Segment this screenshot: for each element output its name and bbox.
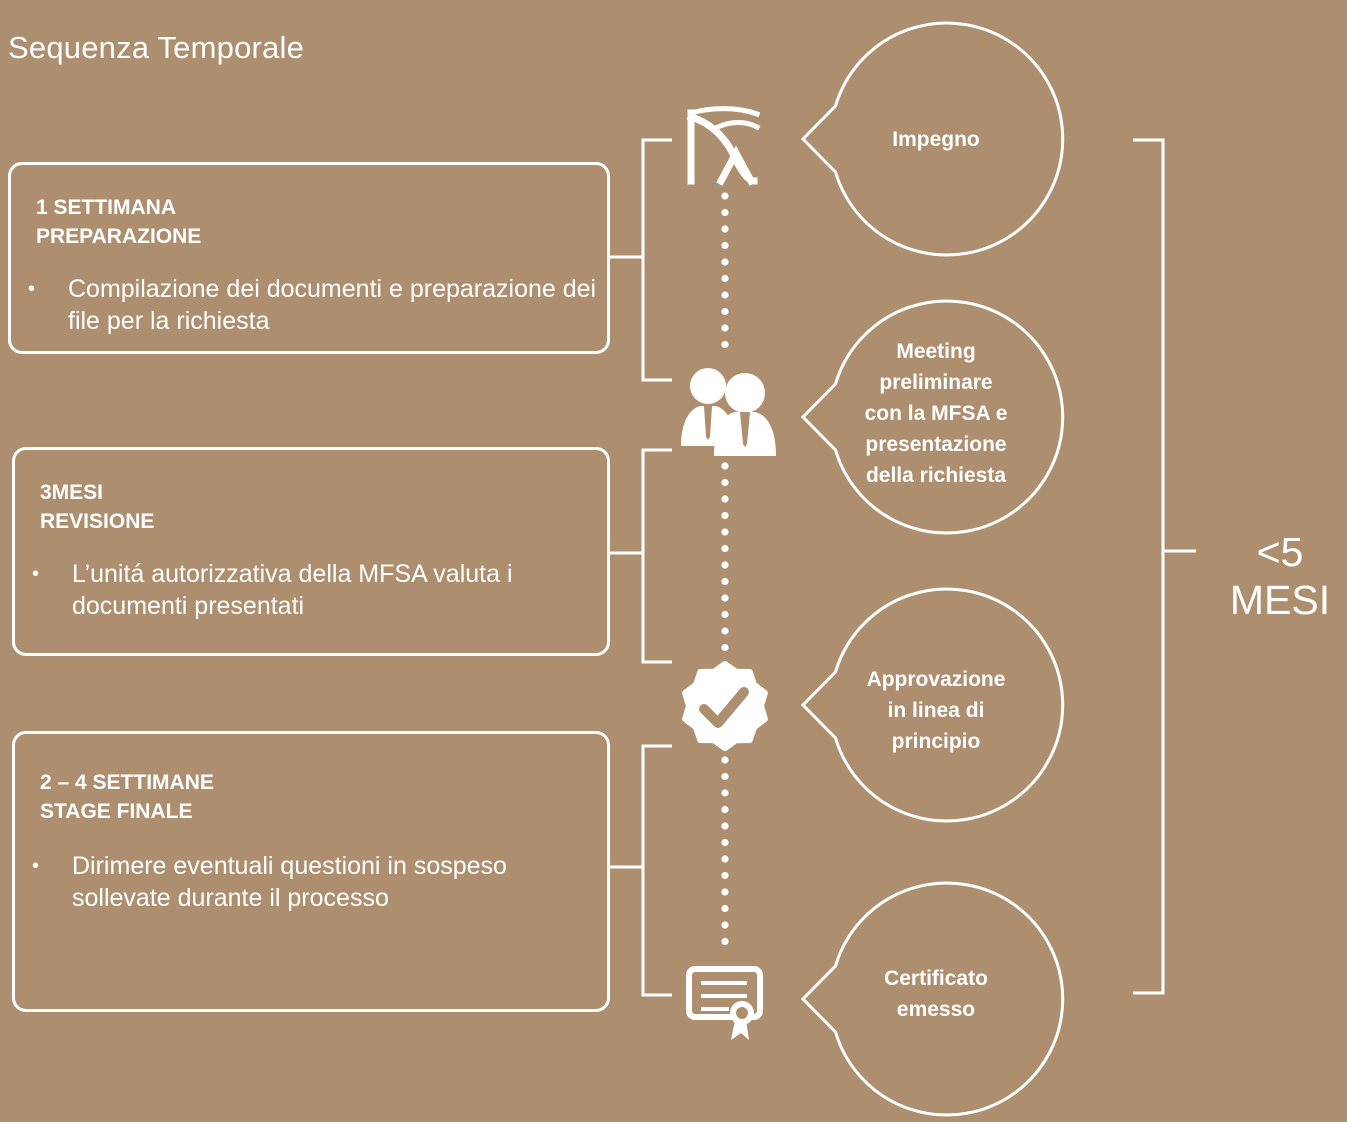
timeline-dot (721, 307, 729, 316)
timeline-dots (721, 192, 729, 946)
timeline-dot (721, 855, 729, 863)
timeline-dot (721, 627, 729, 635)
total-duration-value: <5 (1256, 529, 1304, 575)
phase-name: STAGE FINALE (40, 800, 193, 823)
timeline-dot (721, 805, 729, 814)
phase-duration: 2 – 4 SETTIMANE (40, 771, 214, 794)
phase-box-stage-finale: 2 – 4 SETTIMANE STAGE FINALE Dirimere ev… (12, 731, 610, 1012)
phase-box-revisione: 3MESI REVISIONE L’unitá autorizzativa de… (12, 447, 610, 656)
phase-item-list: Dirimere eventuali questioni in sospeso … (32, 850, 599, 914)
phase-item-list: L’unitá autorizzativa della MFSA valuta … (32, 558, 599, 622)
total-duration-bracket (1133, 138, 1196, 995)
timeline-dot (721, 756, 729, 764)
commitment-icon (686, 106, 761, 186)
phase-item: Dirimere eventuali questioni in sospeso … (32, 850, 599, 914)
phase-heading: 2 – 4 SETTIMANE STAGE FINALE (40, 768, 214, 826)
phase-item: Compilazione dei documenti e preparazion… (28, 273, 599, 337)
milestone-bubble-3 (800, 587, 1065, 823)
total-duration-unit: MESI (1229, 577, 1331, 623)
timeline-dot (721, 904, 729, 913)
phase-2-connector (609, 448, 672, 664)
timeline-dot (721, 871, 729, 880)
timeline-dot (721, 462, 729, 470)
phase-heading: 1 SETTIMANA PREPARAZIONE (36, 193, 201, 251)
phase-3-connector (609, 744, 672, 997)
timeline-dot (721, 561, 729, 569)
timeline-dot (721, 921, 729, 929)
timeline-dot (721, 789, 729, 797)
phase-item-list: Compilazione dei documenti e preparazion… (28, 273, 599, 337)
phase-box-preparazione: 1 SETTIMANA PREPARAZIONE Compilazione de… (8, 162, 610, 354)
certificate-icon (686, 966, 763, 1040)
phase-duration: 3MESI (40, 481, 104, 504)
milestone-bubble-1 (800, 21, 1065, 257)
meeting-people-icon (681, 368, 776, 456)
timeline-dot (721, 888, 729, 896)
timeline-dot (721, 274, 729, 283)
timeline-dot (721, 324, 729, 332)
timeline-dot (721, 610, 729, 619)
total-duration: <5 MESI (1200, 528, 1347, 624)
timeline-dot (721, 340, 729, 349)
timeline-dot (721, 478, 729, 487)
timeline-dot (721, 258, 729, 266)
page-title: Sequenza Temporale (8, 30, 305, 65)
timeline-dot (721, 291, 729, 299)
phase-1-connector (609, 138, 672, 382)
timeline-dot (721, 241, 729, 250)
timeline-dot (721, 577, 729, 586)
timeline-dot (721, 192, 729, 200)
timeline-dot (721, 594, 729, 602)
phase-name: PREPARAZIONE (36, 225, 202, 248)
phase-name: REVISIONE (40, 510, 155, 533)
milestone-label-approvazione: Approvazione in linea di principio (866, 668, 1006, 753)
timeline-dot (721, 208, 729, 217)
timeline-dot (721, 772, 729, 781)
milestone-label-impegno: Impegno (892, 128, 980, 151)
timeline-dot (721, 643, 729, 652)
phase-duration: 1 SETTIMANA (36, 196, 177, 219)
phase-item: L’unitá autorizzativa della MFSA valuta … (32, 558, 599, 622)
timeline-dot (721, 822, 729, 830)
timeline-dot (721, 495, 729, 503)
approval-badge-icon (682, 661, 768, 751)
timeline-dot (721, 544, 729, 553)
timeline-dot (721, 838, 729, 847)
milestone-label-certificato: Certificato emesso (884, 967, 988, 1021)
milestone-bubble-4 (800, 881, 1065, 1117)
timeline-dot (721, 937, 729, 946)
timeline-dot (721, 225, 729, 233)
milestone-label-meeting: Meeting preliminare con la MFSA e presen… (864, 340, 1008, 487)
timeline-dot (721, 511, 729, 520)
phase-heading: 3MESI REVISIONE (40, 478, 154, 536)
timeline-dot (721, 528, 729, 536)
milestone-bubble-2 (800, 299, 1065, 535)
